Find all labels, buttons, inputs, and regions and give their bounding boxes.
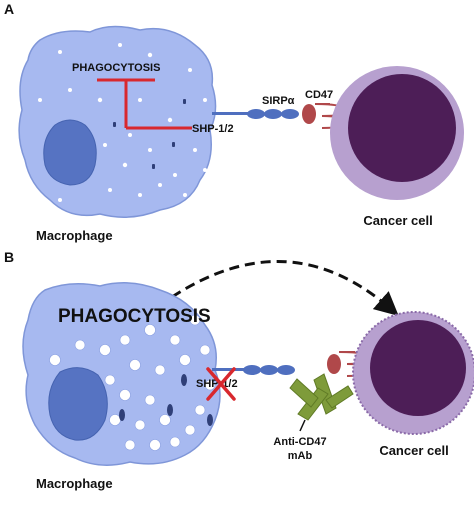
cancer-cell-a-inner (348, 74, 456, 182)
macrophage-a-vesicles (38, 43, 207, 202)
macrophage-a-granules (113, 99, 186, 169)
anti-cd47-antibody (289, 373, 354, 421)
macrophage-label-b: Macrophage (36, 476, 113, 491)
shp-label-a: SHP-1/2 (192, 123, 234, 135)
cancer-cell-label-a: Cancer cell (363, 213, 432, 228)
macrophage-b-granules (119, 374, 213, 426)
inhibition-symbol-a (97, 78, 192, 130)
blocked-x-icon (206, 367, 236, 401)
phagocytosis-label-b: PHAGOCYTOSIS (58, 306, 211, 327)
cd47-label-a: CD47 (305, 89, 333, 101)
cancer-cell-b-inner (370, 320, 466, 416)
macrophage-b-nucleus (48, 367, 108, 441)
panel-b: B PHAGOCYTOSIS (4, 249, 474, 491)
phagocytosis-label-a: PHAGOCYTOSIS (72, 62, 160, 74)
macrophage-a-body (18, 25, 217, 218)
antibody-pointer-line (299, 419, 306, 432)
panel-a: A PHAG (4, 1, 464, 243)
shp-label-b: SHP-1/2 (196, 378, 238, 390)
sirpa-label-a: SIRPα (262, 95, 295, 107)
antibody-label-line1: Anti-CD47 (273, 436, 326, 448)
cancer-cell-label-b: Cancer cell (379, 443, 448, 458)
panel-b-letter: B (4, 249, 14, 265)
macrophage-b-vesicles (49, 314, 216, 451)
sirpa-receptor-b (212, 365, 295, 375)
panel-a-letter: A (4, 1, 14, 17)
antibody-label-line2: mAb (288, 450, 313, 462)
macrophage-a-nucleus (43, 119, 97, 186)
sirpa-receptor-a (212, 109, 299, 119)
phagocytosis-arrow (171, 260, 399, 316)
macrophage-label-a: Macrophage (36, 228, 113, 243)
